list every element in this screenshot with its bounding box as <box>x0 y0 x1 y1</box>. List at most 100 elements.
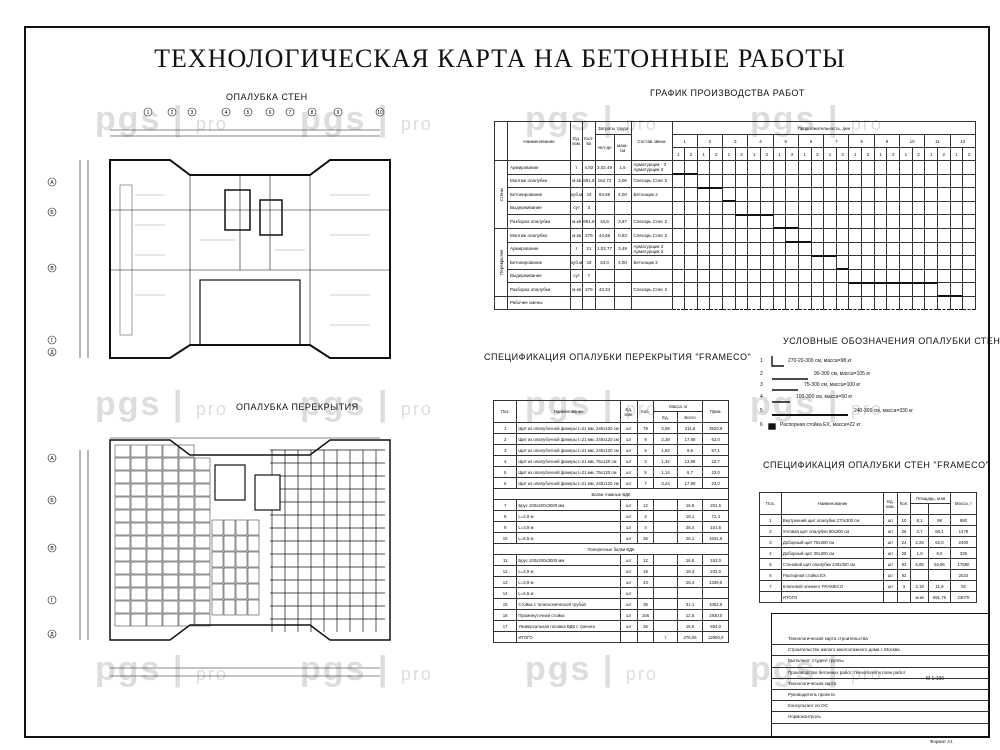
spec-cell-all: 16,8 <box>676 554 704 566</box>
schedule-cell-qty: 691,8 <box>582 173 596 188</box>
schedule-cell-day <box>810 160 825 175</box>
watermark: pgs | pro <box>750 385 883 423</box>
schedule-cell-mach: 3,49 <box>613 241 632 256</box>
schedule-group: Стены <box>494 160 508 228</box>
spec-cell-all: 12,5 <box>676 609 704 621</box>
spec-cell-qty: 12 <box>636 554 655 566</box>
schedule-cell-day <box>785 214 799 229</box>
slab-panel <box>114 613 131 627</box>
sched-day: 11 <box>924 134 951 148</box>
schedule-cell-day <box>936 227 951 243</box>
schedule-cell-day <box>684 214 698 229</box>
spec-cell-a: 8,1 <box>910 514 929 526</box>
spec-cell-qty: 18 <box>636 565 655 577</box>
schedule-cell-name: Разборка опалубки <box>507 282 571 297</box>
spec-cell-ed: т <box>653 631 678 643</box>
slab-panel <box>114 535 131 549</box>
schedule-cell-crew: Слесарь Слес 2 <box>630 227 673 243</box>
sched-shift: 2 <box>861 147 875 161</box>
slab-panel <box>146 561 163 575</box>
sched-day: 2 <box>696 134 724 148</box>
schedule-cell-day <box>671 282 686 297</box>
schedule-cell-day <box>684 295 698 310</box>
sched-shift: 2 <box>962 147 976 161</box>
spec-cell-all: 276,05 <box>676 631 704 643</box>
schedule-cell-name: Бетонирование <box>507 187 571 202</box>
spec-cell-all: 18,3 <box>676 565 704 577</box>
axis-bubble <box>47 347 57 357</box>
slab-panel <box>247 551 260 568</box>
axis-bubble <box>265 107 275 117</box>
legend-text: 75-300 см, масса=100 кг <box>804 382 861 388</box>
schedule-cell-day <box>835 187 850 202</box>
schedule-cell-day <box>823 187 837 202</box>
sched-shift: 1 <box>823 147 837 161</box>
spec-cell-pos: 2 <box>759 525 782 537</box>
spec-cell-pos: 1 <box>759 514 782 526</box>
schedule-cell-day <box>785 187 799 202</box>
slab-panel <box>146 548 163 562</box>
sched-h-qty: Кол-во <box>582 121 596 161</box>
spec-cell-a: 1,9 <box>910 547 929 559</box>
spec-cell-note: 12900,0 <box>702 631 729 643</box>
slab-panel <box>235 551 248 568</box>
wall-h-qty: Кол. <box>896 492 912 515</box>
schedule-cell-day <box>797 173 812 188</box>
spec-cell-pos: 17 <box>492 620 518 632</box>
schedule-row: Рабочие смены <box>494 295 976 310</box>
schedule-cell-unit: куб.м <box>569 255 584 270</box>
schedule-cell-day <box>899 282 913 297</box>
schedule-cell-day <box>810 173 825 188</box>
schedule-cell-mach: 3,67 <box>613 214 632 229</box>
schedule-cell-day <box>924 173 938 188</box>
spec-cell-all: 17,89 <box>676 477 704 489</box>
spec-cell-qty: 4 <box>636 521 655 533</box>
spec-cell-note <box>702 587 729 599</box>
schedule-cell-qty: 43 <box>582 187 596 202</box>
schedule-cell-day <box>962 295 976 310</box>
schedule-cell-lab: 34,6 <box>594 214 615 229</box>
schedule-cell-day <box>861 173 875 188</box>
schedule-cell-day <box>861 268 875 284</box>
schedule-cell-day <box>886 255 901 270</box>
axis-label: Д <box>50 632 54 638</box>
spec-cell-pos: 3 <box>492 444 518 456</box>
spec-cell-name: L=3,9 м <box>516 576 621 588</box>
spec-cell-unit: шт <box>619 565 638 577</box>
spec-cell-pos: 15 <box>492 598 518 610</box>
schedule-cell-day <box>949 255 964 270</box>
spec-cell-ed <box>653 565 678 577</box>
sched-h-crew: Состав звена <box>630 121 673 161</box>
slab-panel <box>162 587 179 601</box>
schedule-cell-day <box>911 295 926 310</box>
spec-cell-name: Брус 100х200х3000 мм <box>516 554 621 566</box>
spec-cell-qty: 156 <box>636 609 655 621</box>
legend-title: УСЛОВНЫЕ ОБОЗНАЧЕНИЯ ОПАЛУБКИ СТЕН <box>783 336 1000 346</box>
schedule-cell-day <box>785 227 799 243</box>
schedule-group: Перекрытие <box>494 228 508 296</box>
slab-panel <box>162 561 179 575</box>
schedule-cell-lab: 93,65 <box>594 187 615 202</box>
wall-h-area: Площадь, м.кв <box>910 492 951 504</box>
schedule-cell-day <box>899 200 913 215</box>
schedule-cell-lab: 44,66 <box>594 227 615 243</box>
slab-panel <box>211 551 224 568</box>
schedule-cell-day <box>797 187 812 202</box>
schedule-cell-day <box>823 295 837 310</box>
schedule-cell-day <box>671 268 686 283</box>
schedule-cell-day <box>949 160 964 175</box>
sched-day: 8 <box>848 134 875 148</box>
slab-panel <box>178 574 195 588</box>
slab-panel <box>247 519 260 536</box>
axis-label: 4 <box>225 110 228 116</box>
schedule-cell-day <box>760 173 774 188</box>
schedule-cell-day <box>734 200 749 216</box>
spec-cell-ed: 1,92 <box>653 444 678 456</box>
spec-cell-note: 594,0 <box>702 620 729 632</box>
